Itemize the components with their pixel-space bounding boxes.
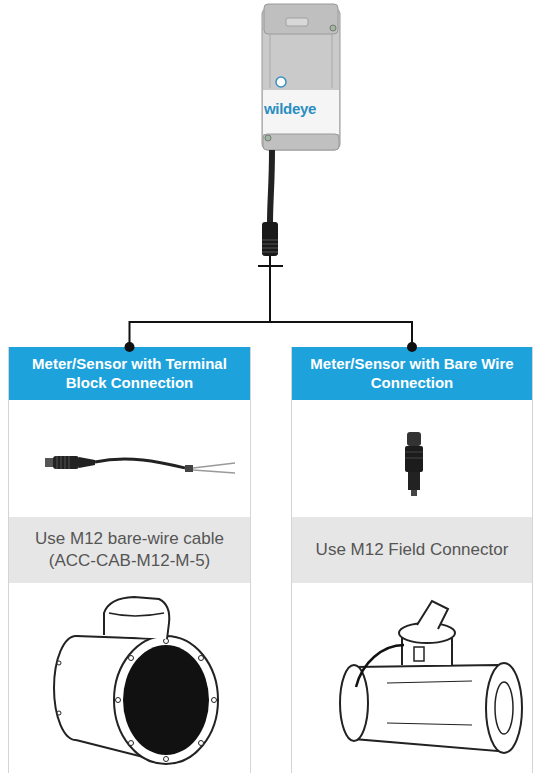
- instruction-band: Use M12 bare-wire cable (ACC-CAB-M12-M-5…: [9, 517, 250, 583]
- panel-heading: Meter/Sensor with Terminal Block Connect…: [21, 355, 238, 393]
- connector-illustration: [292, 400, 532, 517]
- instruction-band: Use M12 Field Connector: [292, 517, 532, 583]
- instruction-text: Use M12 Field Connector: [316, 539, 509, 561]
- connector-illustration-area: [292, 400, 532, 517]
- meter-area: [9, 583, 250, 773]
- junction-dot: [407, 342, 417, 352]
- panel-heading: Meter/Sensor with Bare Wire Connection: [304, 355, 520, 393]
- junction-dot: [125, 342, 135, 352]
- connector-illustration: [9, 400, 250, 517]
- option-panel: Meter/Sensor with Terminal Block Connect…: [8, 347, 251, 773]
- tree-connector: [125, 266, 271, 352]
- meter-illustration: [9, 583, 250, 773]
- meter-illustration: [292, 583, 532, 773]
- brand-label: wildeye: [264, 100, 316, 117]
- connector-illustration-area: [9, 400, 250, 517]
- logger-device: wildeye: [250, 0, 350, 268]
- logger-illustration: [250, 0, 350, 268]
- option-panel: Meter/Sensor with Bare Wire ConnectionUs…: [291, 347, 533, 773]
- instruction-text: Use M12 bare-wire cable (ACC-CAB-M12-M-5…: [27, 528, 232, 572]
- panel-header: Meter/Sensor with Terminal Block Connect…: [9, 347, 250, 400]
- meter-area: [292, 583, 532, 773]
- tree-connector: [270, 266, 417, 352]
- panel-header: Meter/Sensor with Bare Wire Connection: [292, 347, 532, 400]
